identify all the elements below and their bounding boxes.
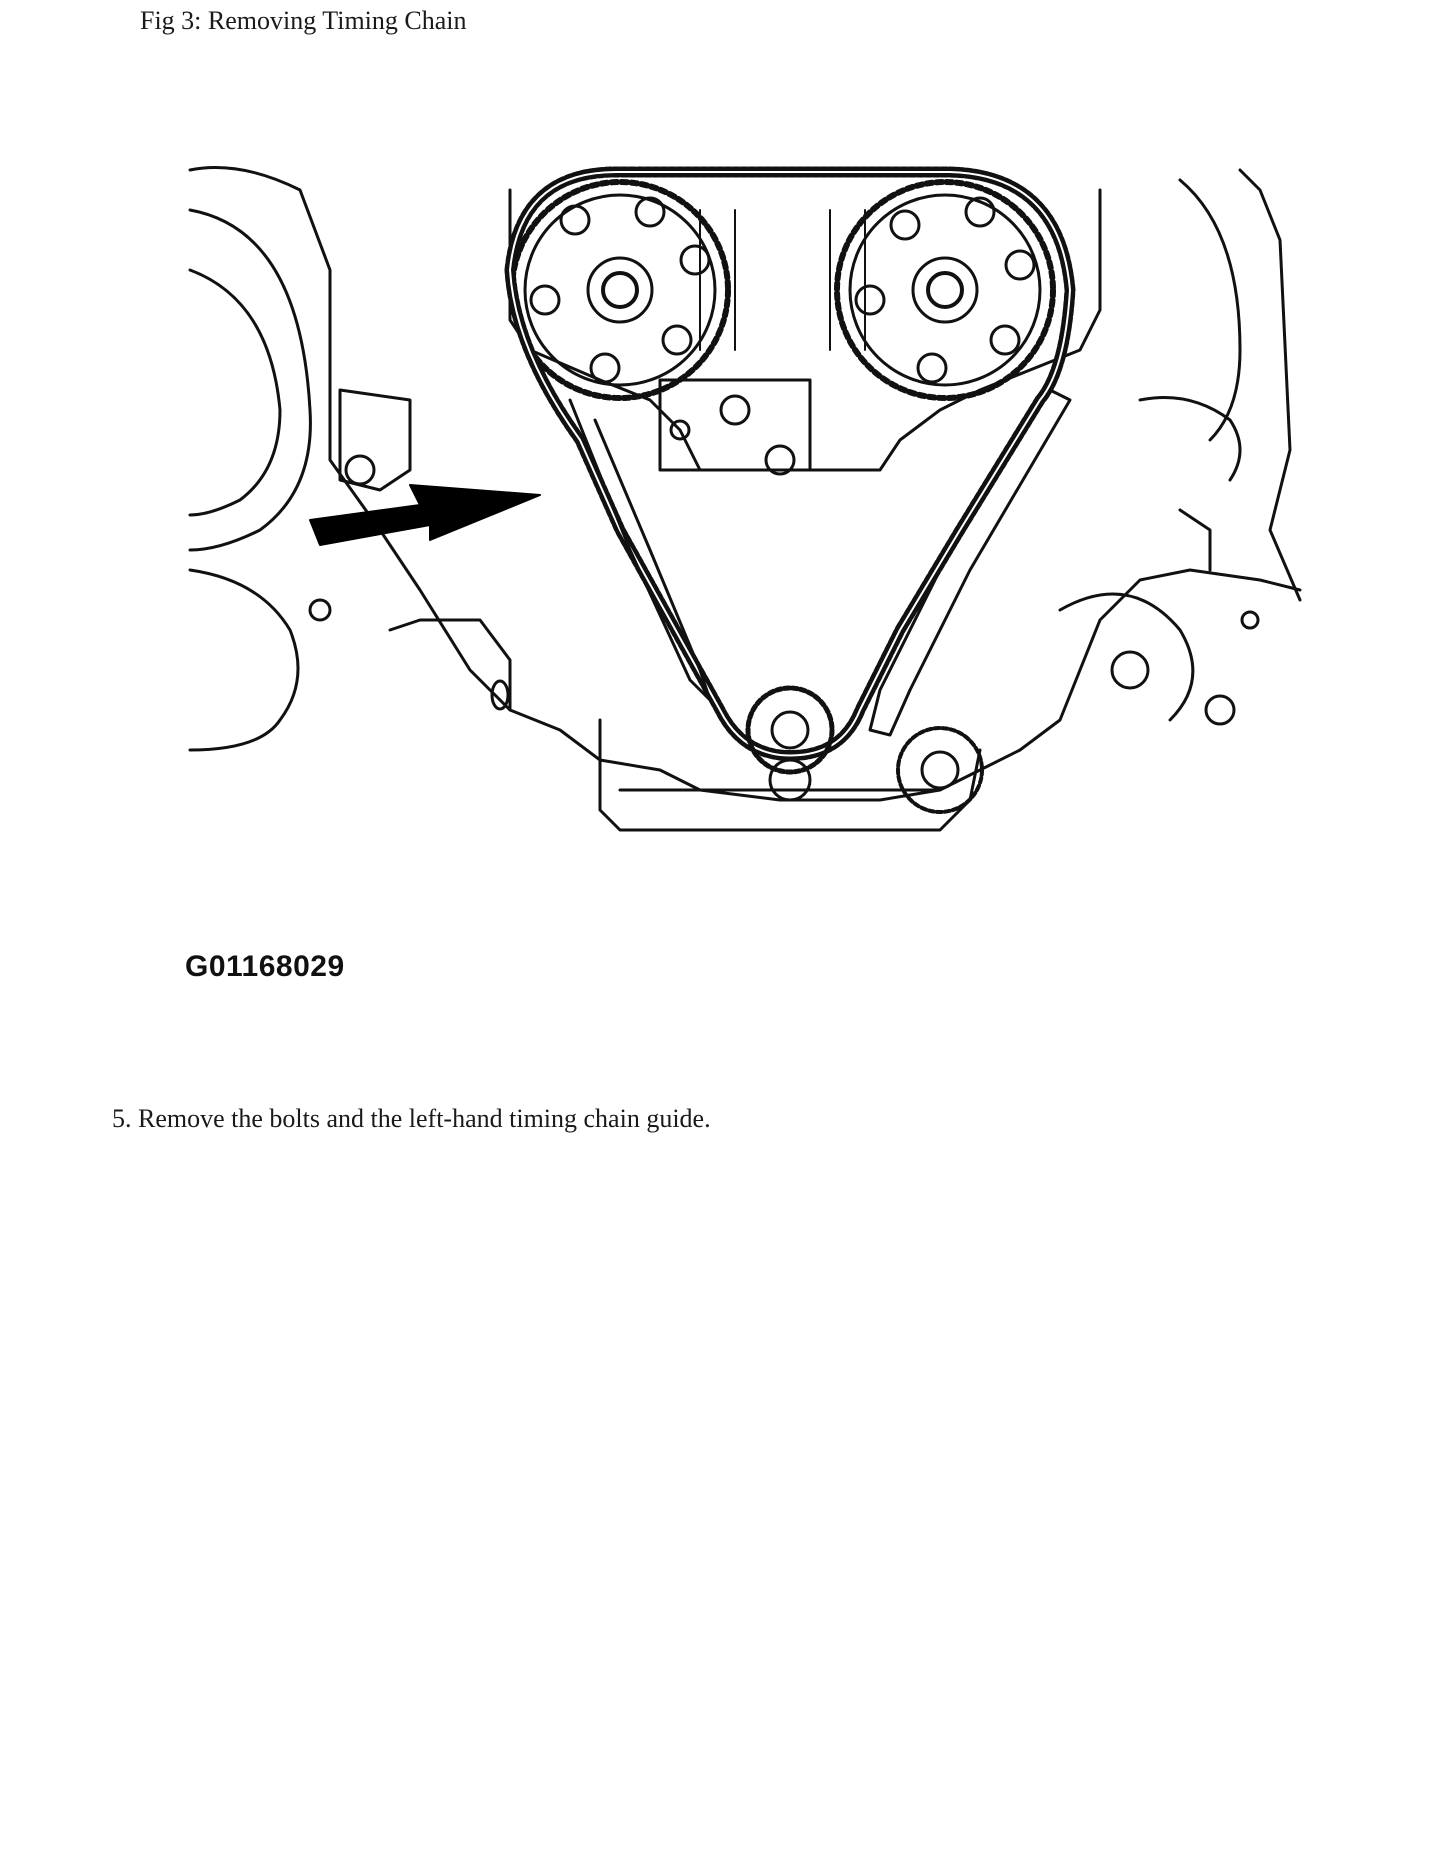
right-cam-bolt — [926, 271, 964, 309]
bracket-left — [388, 618, 512, 712]
engine-block-outline — [188, 166, 1302, 802]
timing-chain-illustration — [180, 150, 1320, 930]
center-bolt-3 — [669, 419, 691, 441]
left-chain-guide — [568, 398, 712, 702]
left-housing — [188, 208, 312, 552]
crank-hub-lower — [768, 758, 812, 802]
left-lower-housing — [188, 568, 300, 752]
left-housing-inner — [188, 268, 282, 517]
tensioner-arm — [338, 388, 412, 492]
oil-pump-gear — [896, 726, 984, 814]
left-cam-sprocket — [523, 193, 717, 387]
water-pump-bolt — [1110, 650, 1150, 690]
removal-arrow — [309, 484, 541, 546]
left-cam-hub — [586, 256, 654, 324]
center-plate — [658, 378, 812, 472]
figure-caption: Fig 3: Removing Timing Chain — [140, 6, 467, 35]
oil-pan — [598, 718, 982, 832]
center-bolt-2 — [764, 444, 796, 476]
right-cam-sprocket-outer — [834, 179, 1056, 401]
left-cam-bolt — [601, 271, 639, 309]
instruction-step: 5. Remove the bolts and the left-hand ti… — [112, 1104, 711, 1133]
right-housing — [1238, 168, 1302, 602]
figure-id-label: G01168029 — [185, 950, 345, 983]
right-chain-guide — [868, 388, 1072, 737]
pulley-right — [1058, 592, 1195, 722]
center-bolt — [719, 394, 751, 426]
right-cam-hub — [911, 256, 979, 324]
right-cam-sprocket — [848, 193, 1042, 387]
crank-hub — [770, 710, 810, 750]
right-housing-inner — [1178, 178, 1242, 442]
crank-sprocket — [745, 685, 835, 775]
